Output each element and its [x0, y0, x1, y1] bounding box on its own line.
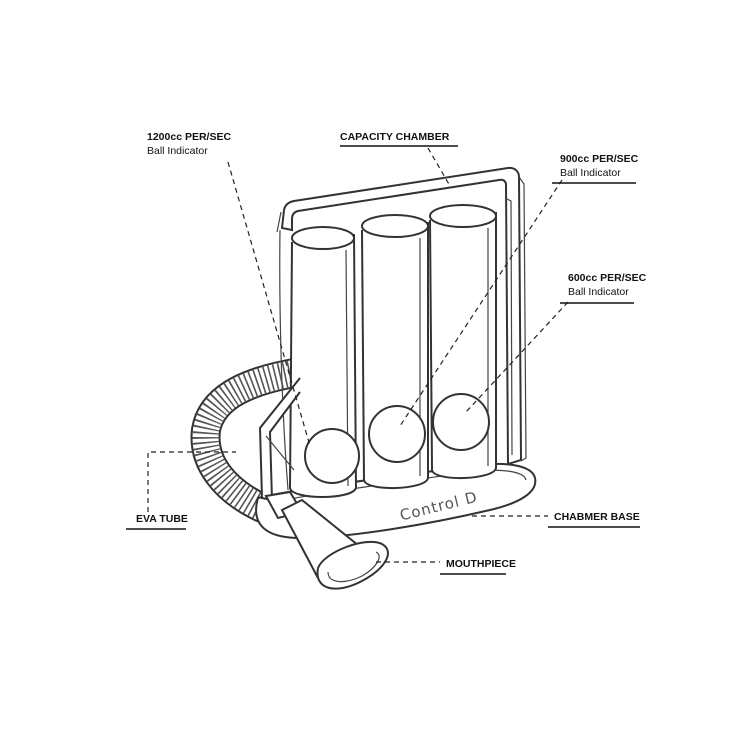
label-600-rate: 600cc PER/SEC: [568, 272, 647, 284]
leader-eva-tube: [147, 451, 236, 512]
label-chamber-base: CHABMER BASE: [554, 511, 640, 523]
ball-indicator-900: [368, 405, 426, 463]
leader-lines: [147, 147, 569, 563]
capacity-chamber: [276, 166, 527, 491]
label-900-name: Ball Indicator: [560, 167, 621, 179]
ball-indicator-600: [432, 393, 490, 451]
label-capacity-chamber: CAPACITY CHAMBER: [340, 131, 450, 143]
leader-900: [399, 179, 563, 427]
spirometer-drawing: Control D: [190, 166, 537, 590]
label-600-name: Ball Indicator: [568, 286, 629, 298]
label-900-rate: 900cc PER/SEC: [560, 153, 639, 165]
leader-capacity: [427, 147, 451, 187]
eva-tube: [190, 357, 315, 523]
label-1200-name: Ball Indicator: [147, 145, 208, 157]
label-eva-tube: EVA TUBE: [136, 513, 188, 525]
ball-indicator-1200: [304, 428, 360, 484]
leader-600: [465, 301, 569, 413]
leader-1200: [227, 161, 311, 447]
mouthpiece: [264, 490, 389, 590]
label-mouthpiece: MOUTHPIECE: [446, 558, 516, 570]
labels: 1200cc PER/SEC Ball Indicator CAPACITY C…: [126, 131, 647, 575]
label-1200-rate: 1200cc PER/SEC: [147, 131, 231, 143]
